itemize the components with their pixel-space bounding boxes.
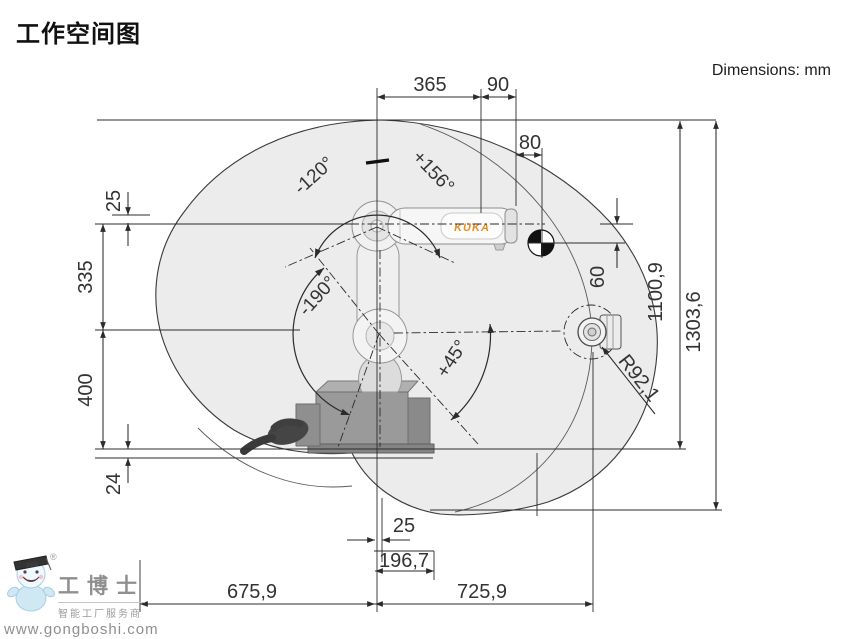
- gongboshi-mascot-icon: [7, 555, 55, 612]
- units-note: Dimensions: mm: [711, 62, 831, 79]
- page-title: 工作空间图: [16, 20, 141, 48]
- envelope-inner-arc-left: [197, 427, 353, 488]
- watermark: ® 工博士 智能工厂服务商 www.gongboshi.com: [4, 550, 174, 638]
- dim-335-label: 335: [75, 260, 97, 293]
- dim-80-label: 80: [519, 132, 541, 154]
- workspace-envelope: [155, 119, 658, 516]
- dim-24-label: 24: [103, 473, 125, 495]
- dimension-lines: [100, 94, 719, 607]
- dim-25-bottom-label: 25: [393, 515, 415, 537]
- axis-range-annotations: [284, 158, 564, 448]
- dim-196-7-label: 196,7: [379, 550, 429, 572]
- dim-675-9-label: 675,9: [227, 581, 277, 603]
- dim-1100-9-label: 1100,9: [645, 262, 667, 322]
- watermark-url: www.gongboshi.com: [4, 621, 159, 638]
- robot-base-body: [315, 391, 409, 447]
- watermark-tagline: 智能工厂服务商: [58, 602, 145, 620]
- axis1-range-arc: [314, 214, 441, 259]
- dim-25-top-label: 25: [103, 190, 125, 212]
- robot-cables: [240, 418, 309, 455]
- radius-leader: [601, 346, 656, 415]
- dim-60-label: 60: [587, 266, 609, 288]
- kuka-brand-label: KUKA: [454, 222, 490, 234]
- registered-mark: ®: [50, 552, 57, 562]
- robot-base-plate: [307, 443, 435, 454]
- reference-lines: [95, 88, 722, 612]
- dim-725-9-label: 725,9: [457, 581, 507, 603]
- axis2-range-arc: [292, 267, 351, 416]
- axis3-range-arc: [450, 323, 495, 421]
- dim-90-label: 90: [487, 74, 509, 96]
- dim-365-label: 365: [413, 74, 446, 96]
- watermark-brand: 工博士: [58, 574, 145, 598]
- dim-400-label: 400: [75, 373, 97, 406]
- robot-wrist-flange: [504, 208, 518, 244]
- dim-1303-6-label: 1303,6: [683, 291, 705, 352]
- wrist-tool-position: [563, 304, 622, 360]
